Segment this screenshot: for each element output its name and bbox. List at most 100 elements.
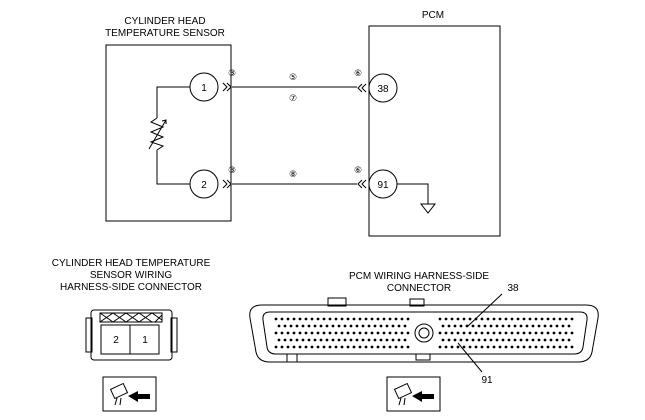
pcm-pin-dot (504, 345, 508, 349)
pcm-pin-dot (561, 324, 565, 328)
pcm-pin-dot (477, 338, 481, 342)
pcm-pin-dot (483, 338, 487, 342)
pcm-pin-dot (280, 345, 284, 349)
pcm-pin-dot (456, 331, 460, 335)
pcm-pin-dot (522, 331, 526, 335)
sensor-connector-caption-line3: HARNESS-SIDE CONNECTOR (60, 282, 202, 293)
pcm-pin-dot (522, 317, 526, 321)
pcm-pin-dot (456, 345, 460, 349)
pcm-pin-dot (391, 324, 395, 328)
pcm-pin-dot (516, 331, 520, 335)
pcm-pin-dot (358, 331, 362, 335)
pcm-pin-dot (498, 345, 502, 349)
sensor-connector-pin-left: 2 (113, 335, 119, 346)
pcm-pin-dot (406, 331, 410, 335)
pcm-pin-dot (450, 345, 454, 349)
pcm-pin-dot (525, 324, 529, 328)
pcm-pin-dot (540, 331, 544, 335)
pcm-pin-dot (367, 338, 371, 342)
pcm-pin-dot (465, 338, 469, 342)
pcm-pin-dot (286, 331, 290, 335)
pcm-pin-dot (298, 317, 302, 321)
pcm-pin-dot (564, 317, 568, 321)
pcm-pin-dot (295, 324, 299, 328)
pcm-pin-dot (552, 345, 556, 349)
pcm-pin-dot (370, 345, 374, 349)
pcm-pin-dot (504, 331, 508, 335)
pcm-pin-dot (280, 317, 284, 321)
pcm-pin-dot (373, 338, 377, 342)
pcm-pin-dot (361, 338, 365, 342)
marker-pcm-38: ⑥ (354, 68, 362, 78)
pcm-pin-dot (319, 324, 323, 328)
pcm-pin-dot (531, 324, 535, 328)
pcm-pin-dot (349, 338, 353, 342)
pcm-pin-dot (352, 317, 356, 321)
pcm-pin-dot (480, 331, 484, 335)
pcm-pin-dot (510, 331, 514, 335)
pcm-pin-dot (480, 317, 484, 321)
pcm-pin-dot (322, 317, 326, 321)
pcm-pin-dot (444, 317, 448, 321)
pcm-pin-dot (465, 324, 469, 328)
pcm-pin-dot (471, 338, 475, 342)
pcm-pin-dot (292, 345, 296, 349)
pcm-pin-dot (388, 345, 392, 349)
pcm-pin-dot (361, 324, 365, 328)
pcm-pin-dot (546, 345, 550, 349)
pcm-pin-dot (370, 331, 374, 335)
pcm-pin-dot (334, 345, 338, 349)
pcm-pin-dot (274, 331, 278, 335)
pcm-pin-dot (468, 345, 472, 349)
pcm-pin-dot (438, 331, 442, 335)
pcm-pin-dot (319, 338, 323, 342)
pcm-pin-dot (486, 345, 490, 349)
pcm-pin-dot (274, 345, 278, 349)
pcm-pin-dot (304, 345, 308, 349)
pcm-pin-dot (367, 324, 371, 328)
pcm-pin-dot (501, 324, 505, 328)
pcm-pin-dot (313, 324, 317, 328)
pcm-pin-dot (561, 338, 565, 342)
pcm-pin-dot (447, 324, 451, 328)
pcm-pin-dot (459, 338, 463, 342)
pcm-pin-dot (397, 338, 401, 342)
pcm-pin-dot (355, 338, 359, 342)
pcm-pin-dot (507, 324, 511, 328)
pcm-pin-dot (540, 345, 544, 349)
pcm-pin-dot (531, 338, 535, 342)
pcm-pin-dot (498, 331, 502, 335)
pcm-pin-dot (316, 345, 320, 349)
pcm-pin-dot (328, 331, 332, 335)
pcm-pin-dot (307, 338, 311, 342)
pcm-pin-dot (498, 317, 502, 321)
pcm-pin-dot (558, 331, 562, 335)
pcm-pin-dot (549, 338, 553, 342)
sensor-title-line1: CYLINDER HEAD (124, 16, 205, 27)
pcm-pin-dot (543, 324, 547, 328)
marker-wire-lower: ⑧ (289, 169, 297, 179)
pcm-pin-dot (376, 345, 380, 349)
pcm-pin-dot (567, 338, 571, 342)
callout-91-leader (457, 342, 483, 373)
sensor-connector-caption-line2: SENSOR WIRING (90, 270, 172, 281)
pcm-pin-dot (513, 338, 517, 342)
pcm-pin-dot (391, 338, 395, 342)
pcm-pin-dot (450, 317, 454, 321)
sensor-pin-1: 1 (189, 72, 219, 102)
pcm-pin-dot (483, 324, 487, 328)
pcm-pin-dot (438, 345, 442, 349)
pcm-pin-dot (501, 338, 505, 342)
pcm-pin-dot (400, 345, 404, 349)
pcm-pin-dot (543, 338, 547, 342)
pcm-pin-dot (537, 324, 541, 328)
connector-chevron-sensor-lower (222, 179, 232, 189)
pcm-pin-dot (310, 331, 314, 335)
pcm-pin-dot (471, 324, 475, 328)
connector-chevron-pcm-upper (357, 83, 367, 93)
pcm-connector-caption-line2: CONNECTOR (387, 283, 451, 294)
pcm-pin-dot (289, 324, 293, 328)
pcm-pin-dot (558, 345, 562, 349)
pcm-pin-dot (519, 338, 523, 342)
